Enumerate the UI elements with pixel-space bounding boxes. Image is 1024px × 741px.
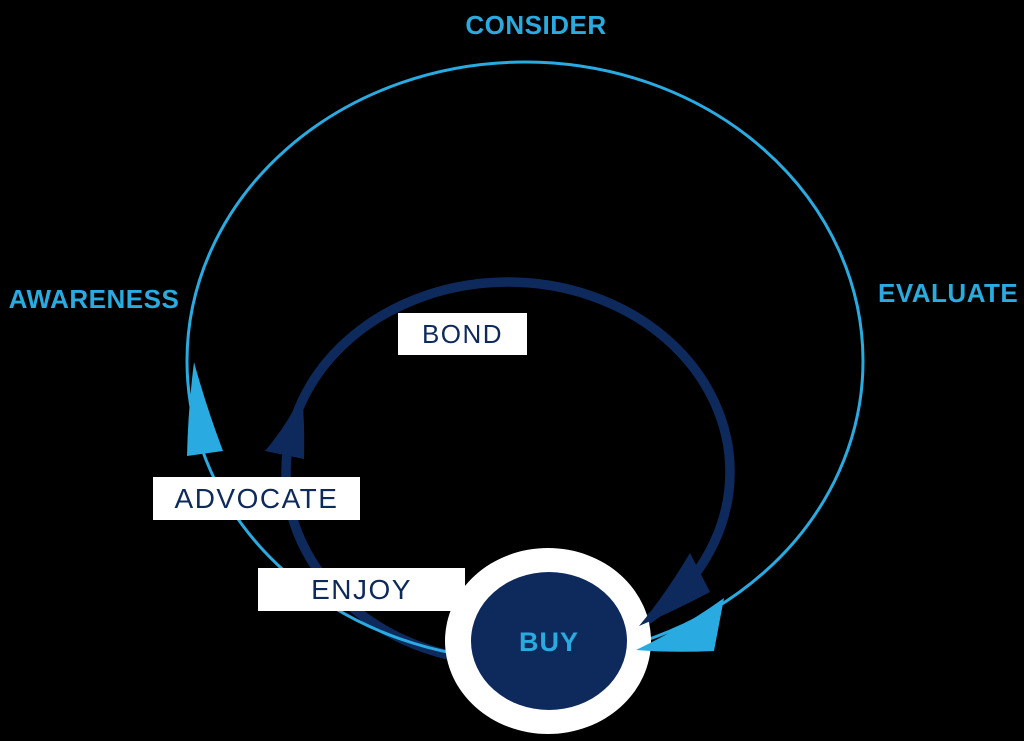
- stage-label-box-enjoy: ENJOY: [258, 568, 465, 611]
- outer-loop-arrowhead-into-buy-icon: [636, 598, 724, 652]
- inner-loop-arrowhead-into-buy-icon: [639, 553, 710, 626]
- inner-loop-arrowhead-left-icon: [265, 394, 305, 459]
- stage-label-buy: BUY: [518, 626, 579, 657]
- stage-label-enjoy: ENJOY: [311, 573, 412, 605]
- stage-label-box-bond: BOND: [398, 313, 527, 355]
- stage-label-consider: CONSIDER: [465, 10, 607, 40]
- stage-label-advocate: ADVOCATE: [174, 482, 339, 514]
- buy-circle: [471, 572, 627, 710]
- stage-label-awareness: AWARENESS: [8, 284, 180, 314]
- stage-label-box-advocate: ADVOCATE: [153, 477, 360, 520]
- outer-loop-arrowhead-left-icon: [187, 362, 223, 456]
- stage-label-bond: BOND: [421, 318, 504, 349]
- stage-label-evaluate: EVALUATE: [878, 278, 1019, 308]
